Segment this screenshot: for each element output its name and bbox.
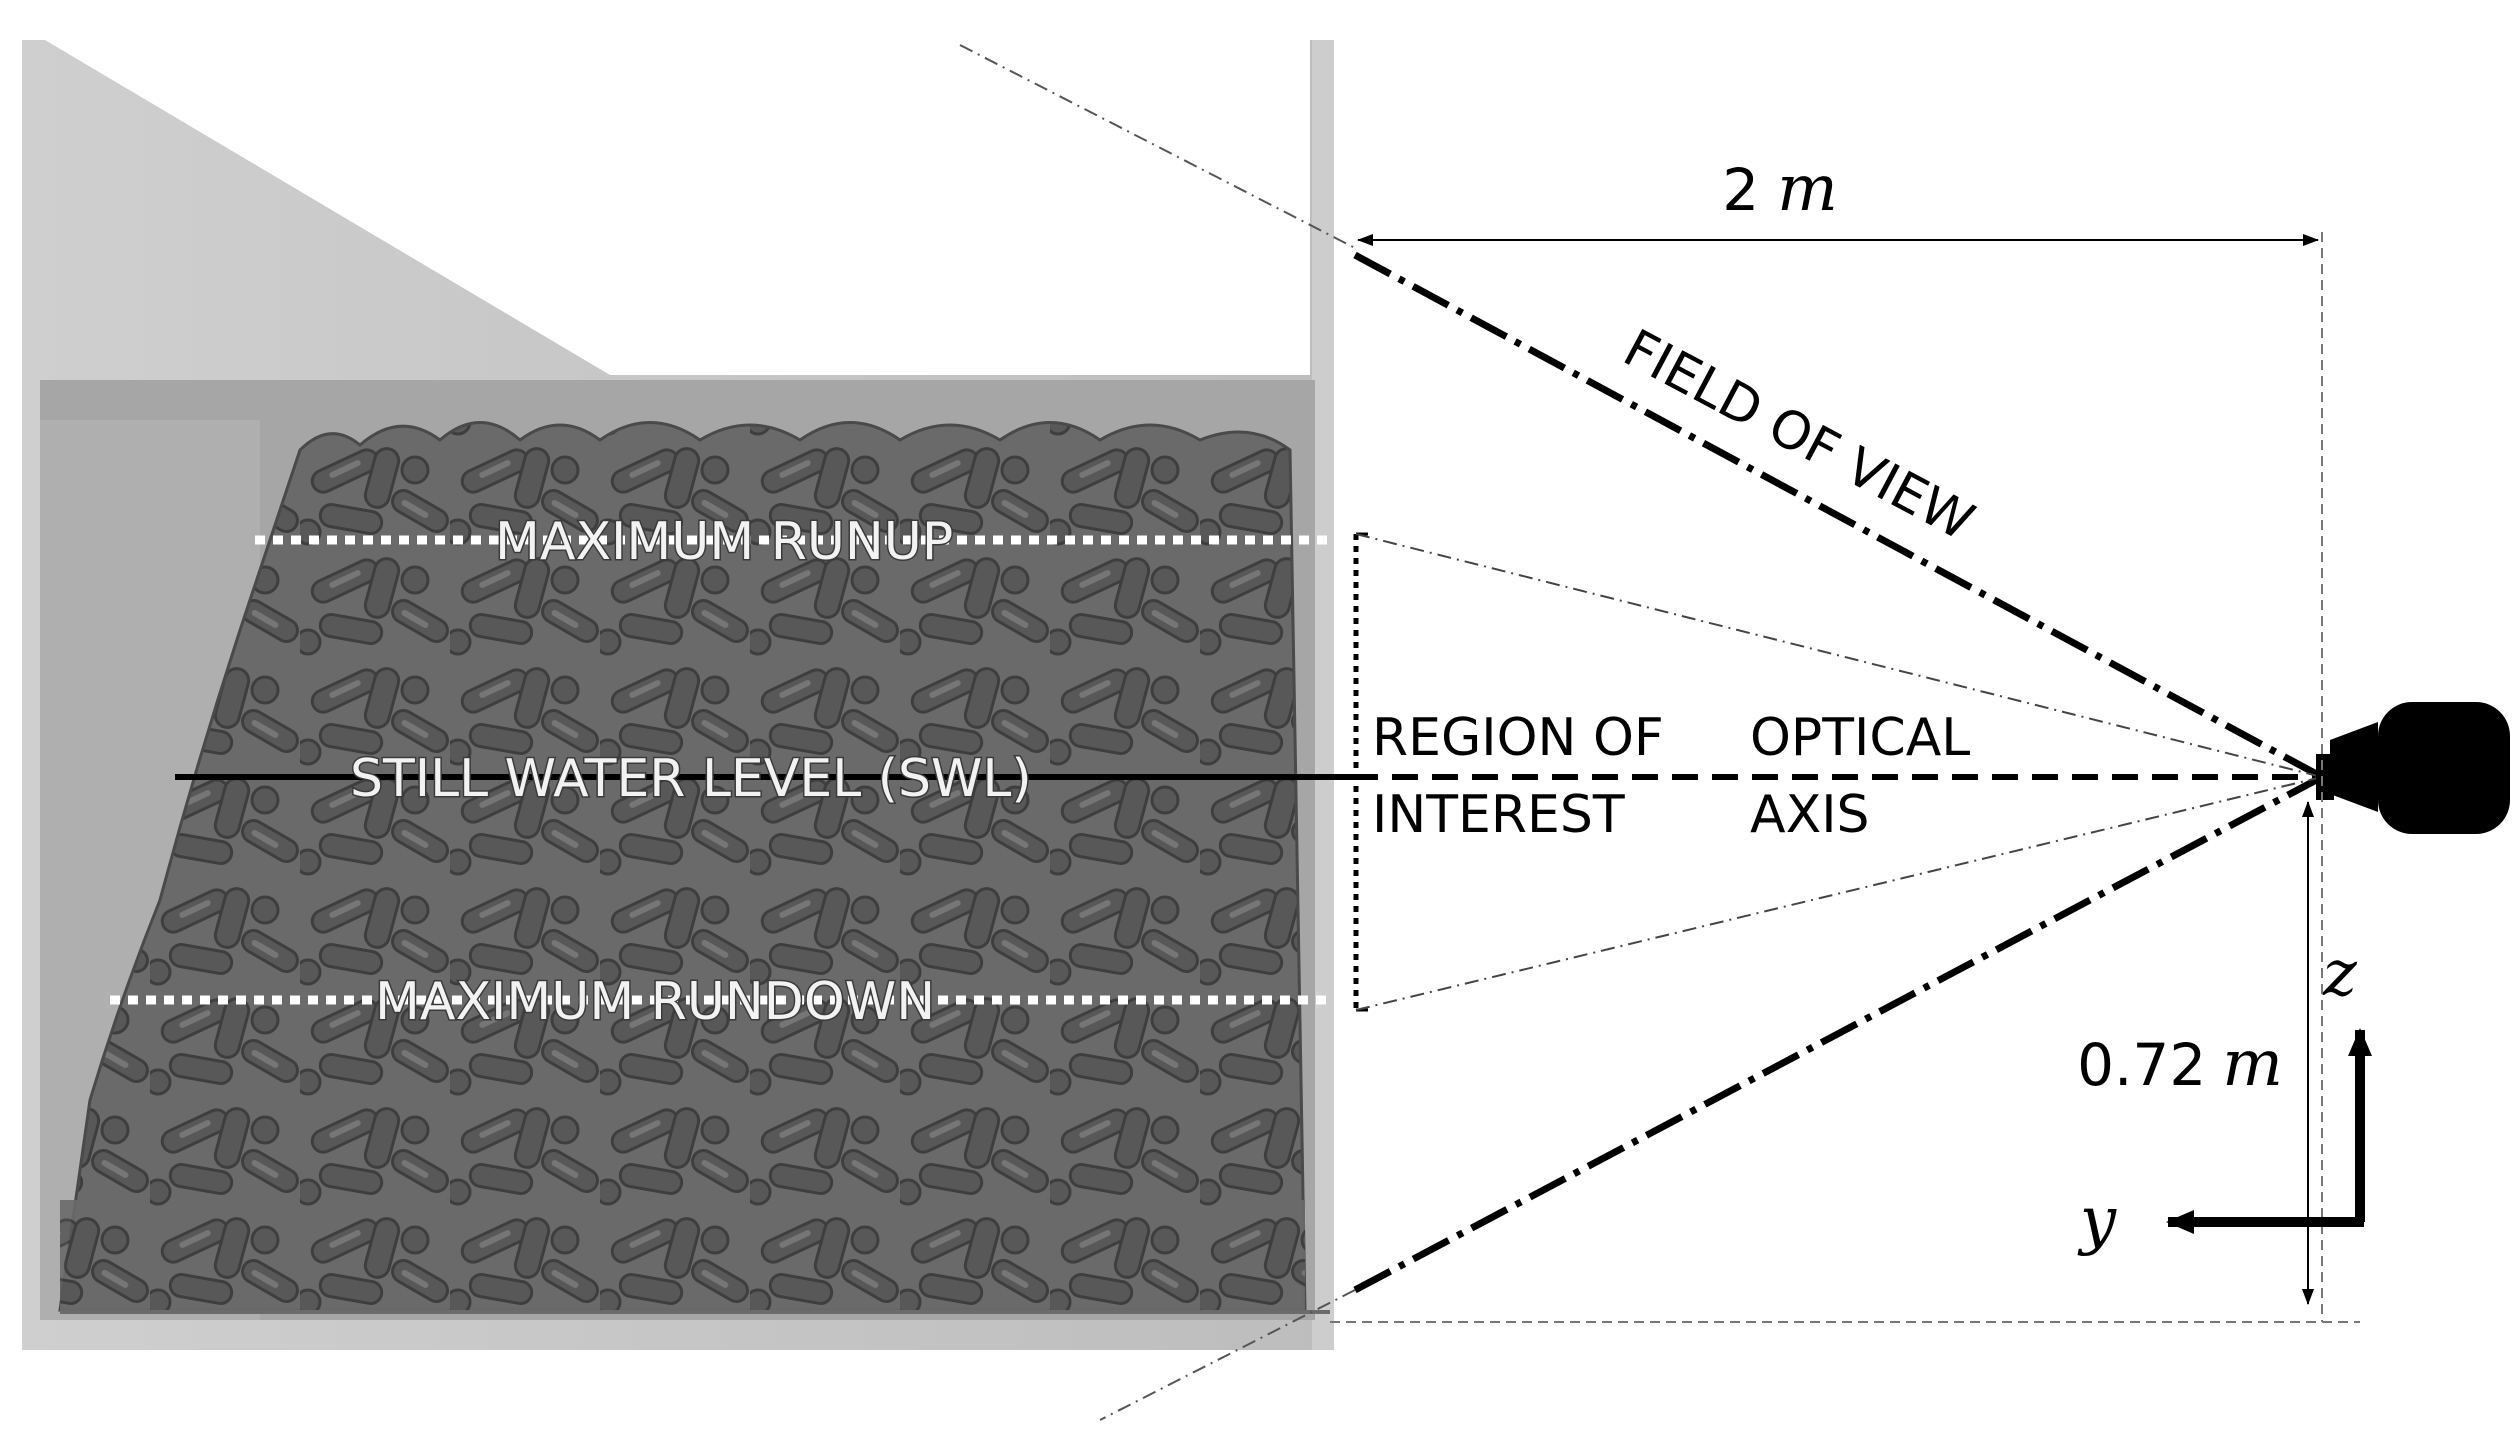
horizontal-dimension-unit: m [1777, 152, 1838, 226]
vertical-dimension-unit: m [2222, 1027, 2283, 1101]
region-of-interest: REGION OF INTEREST OPTICAL AXIS [1353, 532, 1970, 1012]
level-lines: MAXIMUM RUNUP STILL WATER LEVEL (SWL) MA… [110, 511, 2322, 1034]
vertical-dimension-label: 0.72 m [2077, 1027, 2283, 1101]
maximum-rundown-label: MAXIMUM RUNDOWN [375, 972, 935, 1032]
still-water-level-label: STILL WATER LEVEL (SWL) [350, 749, 1032, 809]
coordinate-axes: z y [2077, 937, 2372, 1258]
fov-upper-edge [1353, 251, 2324, 781]
flume-right-post [1312, 40, 1334, 1350]
armour-layer [58, 421, 1330, 1314]
z-axis-label: z [2322, 937, 2358, 1011]
horizontal-dimension-value: 2 [1722, 156, 1759, 224]
region-of-interest-label-line2: INTEREST [1372, 785, 1625, 845]
fov-lower-edge [1353, 773, 2324, 1294]
armour-units [58, 421, 1307, 1312]
toe-row [60, 1200, 1305, 1310]
region-of-interest-label-line1: REGION OF [1372, 708, 1664, 768]
optical-axis-label-line2: AXIS [1750, 785, 1870, 845]
optical-axis-label-line1: OPTICAL [1750, 708, 1970, 768]
fov-outer-extension-top [959, 44, 1356, 249]
camera-icon [2316, 702, 2510, 834]
y-axis-label: y [2077, 1184, 2117, 1258]
vertical-dimension-value: 0.72 [2077, 1031, 2206, 1099]
field-of-view-label: FIELD OF VIEW [1614, 319, 1983, 553]
roi-lower-ray [1355, 776, 2323, 1011]
fov-outer-extension-bottom [1099, 1289, 1356, 1421]
dimension-annotations: 2 m 0.72 m [1330, 152, 2360, 1323]
horizontal-dimension-label: 2 m [1722, 152, 1838, 226]
maximum-runup-label: MAXIMUM RUNUP [495, 512, 953, 572]
flume-upper-clear-area [45, 40, 1310, 375]
